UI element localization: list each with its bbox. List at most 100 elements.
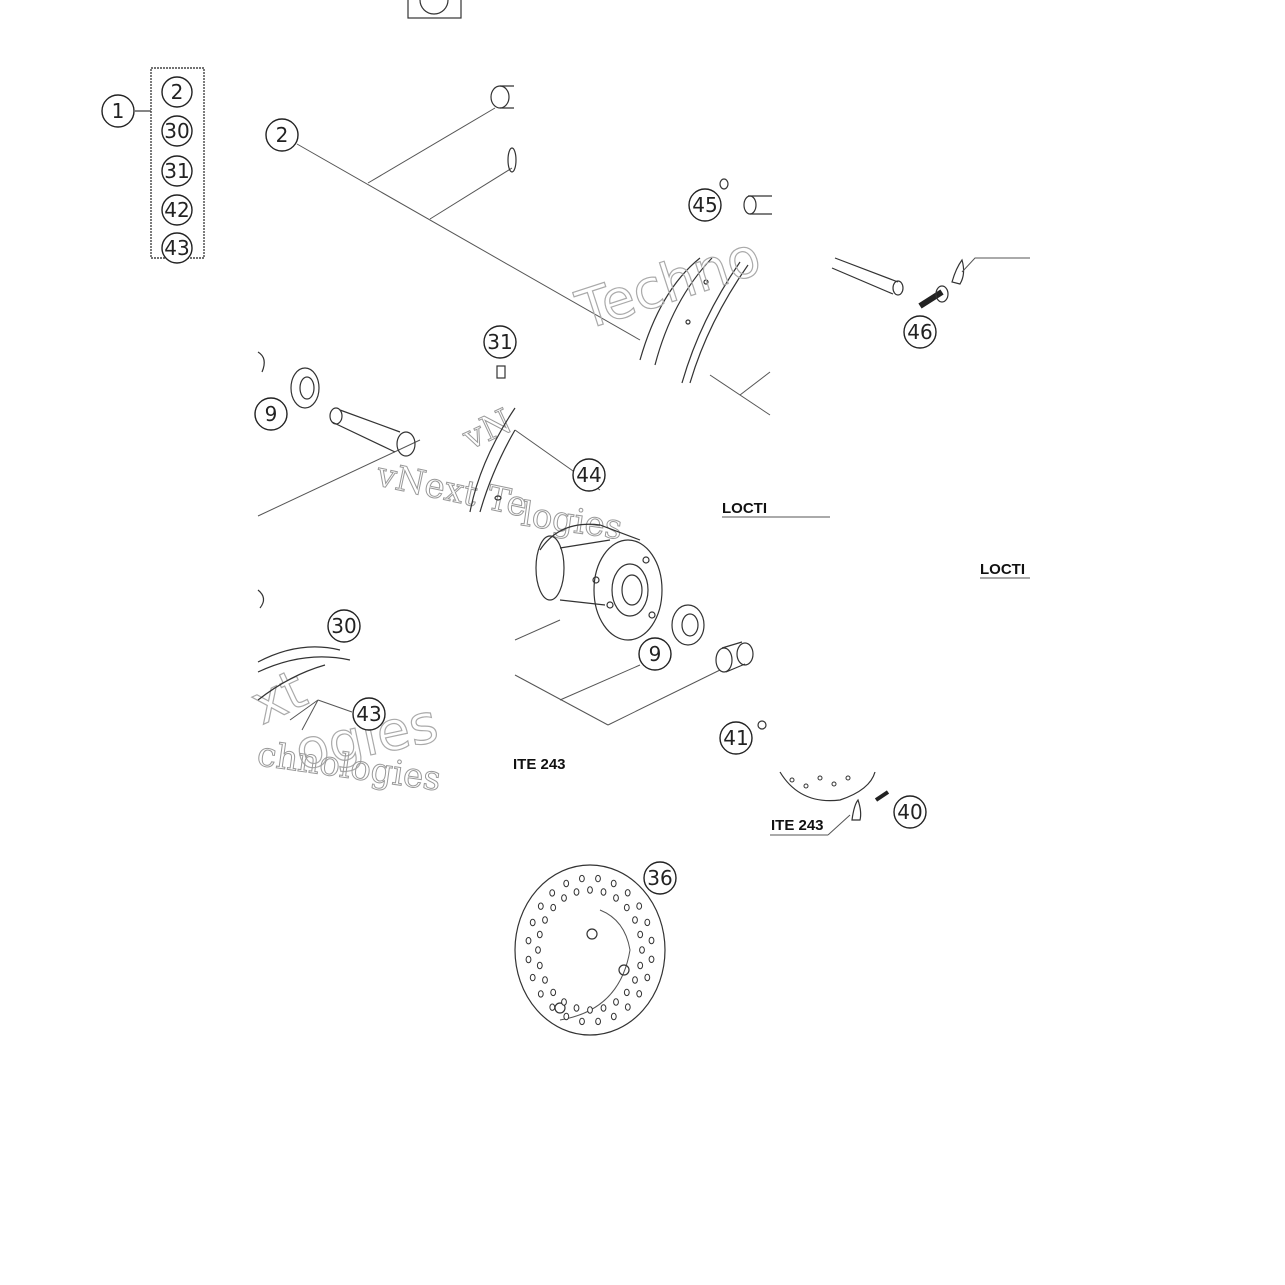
svg-text:41: 41	[723, 726, 748, 750]
disc-vent-hole	[648, 936, 655, 945]
svg-text:42: 42	[164, 198, 189, 222]
svg-text:LOCTI: LOCTI	[722, 500, 767, 517]
disc-vent-hole	[529, 918, 536, 927]
disc-vent-hole	[637, 930, 644, 939]
disc-vent-hole	[610, 879, 617, 888]
svg-text:44: 44	[576, 463, 601, 487]
disc-vent-hole	[595, 874, 601, 883]
brake-disc-36: 36	[514, 861, 677, 1036]
svg-text:9: 9	[649, 642, 662, 666]
callout-9-right: 9	[638, 637, 672, 671]
svg-text:9: 9	[265, 402, 278, 426]
spacer-tube	[329, 407, 416, 457]
disc-vent-hole	[550, 903, 557, 912]
svg-text:43: 43	[164, 236, 189, 260]
part-46-bolt: 46	[831, 257, 1030, 349]
callout-44: 44	[572, 458, 606, 492]
disc-vent-hole	[595, 1017, 601, 1026]
svg-text:40: 40	[897, 800, 922, 824]
part-40: 40	[770, 790, 927, 836]
disc-vent-hole	[637, 961, 644, 970]
thread-lock-note-a: ITE 243	[513, 756, 566, 773]
disc-vent-hole	[529, 973, 536, 982]
disc-vent-hole	[623, 903, 630, 912]
svg-text:LOCTI: LOCTI	[980, 561, 1025, 578]
callout-2-group: 2	[265, 107, 641, 341]
svg-text:2: 2	[171, 80, 184, 104]
callout-9-left: 9	[254, 397, 288, 431]
loctite-note-b: LOCTI	[980, 561, 1030, 579]
callout-31: 31	[483, 325, 517, 359]
disc-vent-hole	[644, 973, 651, 982]
callout-43: 43	[352, 697, 386, 731]
rim-lower-left: 30 43	[257, 589, 386, 731]
svg-text:2: 2	[276, 123, 289, 147]
disc-vent-hole	[623, 988, 630, 997]
loctite-note-a: LOCTI	[722, 500, 830, 518]
callout-1: 1	[101, 94, 135, 128]
disc-vent-hole	[537, 902, 544, 910]
svg-text:31: 31	[164, 159, 189, 183]
callout-40: 40	[893, 795, 927, 829]
callout-36: 36	[643, 861, 677, 895]
callout-41: 41	[719, 721, 753, 755]
svg-text:30: 30	[164, 119, 189, 143]
disc-vent-hole	[600, 888, 607, 896]
svg-text:30: 30	[331, 614, 356, 638]
thread-lock-note-b: ITE 243	[771, 817, 824, 834]
kit-item-2: 2	[161, 76, 193, 108]
disc-vent-hole	[536, 930, 543, 939]
disc-vent-hole	[563, 879, 570, 888]
brake-disc-partial	[779, 771, 876, 802]
watermark-vn: vN	[456, 401, 518, 458]
disc-vent-hole	[563, 1012, 570, 1021]
disc-vent-hole	[542, 916, 548, 924]
callout-45: 45	[688, 188, 722, 222]
disc-vent-hole	[549, 889, 556, 897]
kit-item-43: 43	[161, 232, 193, 264]
wheel-hub	[514, 523, 663, 641]
disc-vent-hole	[613, 998, 619, 1006]
disc-vent-hole	[536, 961, 543, 970]
disc-vent-hole	[639, 946, 645, 954]
right-bearing-9: 9	[514, 604, 721, 726]
disc-vent-hole	[549, 1003, 556, 1011]
axle-spacer-top	[490, 85, 517, 173]
svg-text:45: 45	[692, 193, 717, 217]
svg-text:36: 36	[647, 866, 672, 890]
svg-text:46: 46	[907, 320, 932, 344]
disc-vent-hole	[610, 1012, 617, 1021]
disc-vent-hole	[587, 886, 593, 894]
disc-vent-hole	[542, 976, 548, 984]
disc-vent-hole	[573, 888, 580, 896]
disc-vent-hole	[525, 955, 532, 964]
rim-upper	[639, 257, 771, 416]
disc-vent-hole	[632, 976, 638, 984]
top-kit-box	[407, 0, 462, 19]
watermark-vnext: vNext Te	[372, 454, 531, 525]
disc-vent-hole	[644, 918, 651, 927]
disc-vent-hole	[600, 1004, 607, 1012]
disc-vent-hole	[587, 1006, 593, 1014]
disc-vent-hole	[613, 894, 619, 902]
disc-vent-hole	[550, 988, 557, 997]
disc-vent-hole	[579, 1017, 585, 1026]
part-41: 41	[719, 720, 767, 755]
callout-46: 46	[903, 315, 937, 349]
callout-30: 30	[327, 609, 361, 643]
disc-vent-hole	[624, 889, 631, 897]
disc-vent-hole	[525, 937, 532, 945]
disc-vent-hole	[624, 1003, 631, 1011]
disc-vent-hole	[636, 902, 643, 910]
svg-text:1: 1	[112, 99, 125, 123]
disc-vent-hole	[561, 894, 567, 902]
part-31: 31	[483, 325, 517, 379]
disc-vent-hole	[648, 955, 655, 963]
disc-vent-hole	[636, 990, 643, 998]
svg-text:43: 43	[356, 702, 381, 726]
disc-vent-hole	[535, 946, 541, 954]
callout-2: 2	[265, 118, 299, 152]
right-spacer	[715, 641, 754, 673]
kit-item-42: 42	[161, 194, 193, 226]
